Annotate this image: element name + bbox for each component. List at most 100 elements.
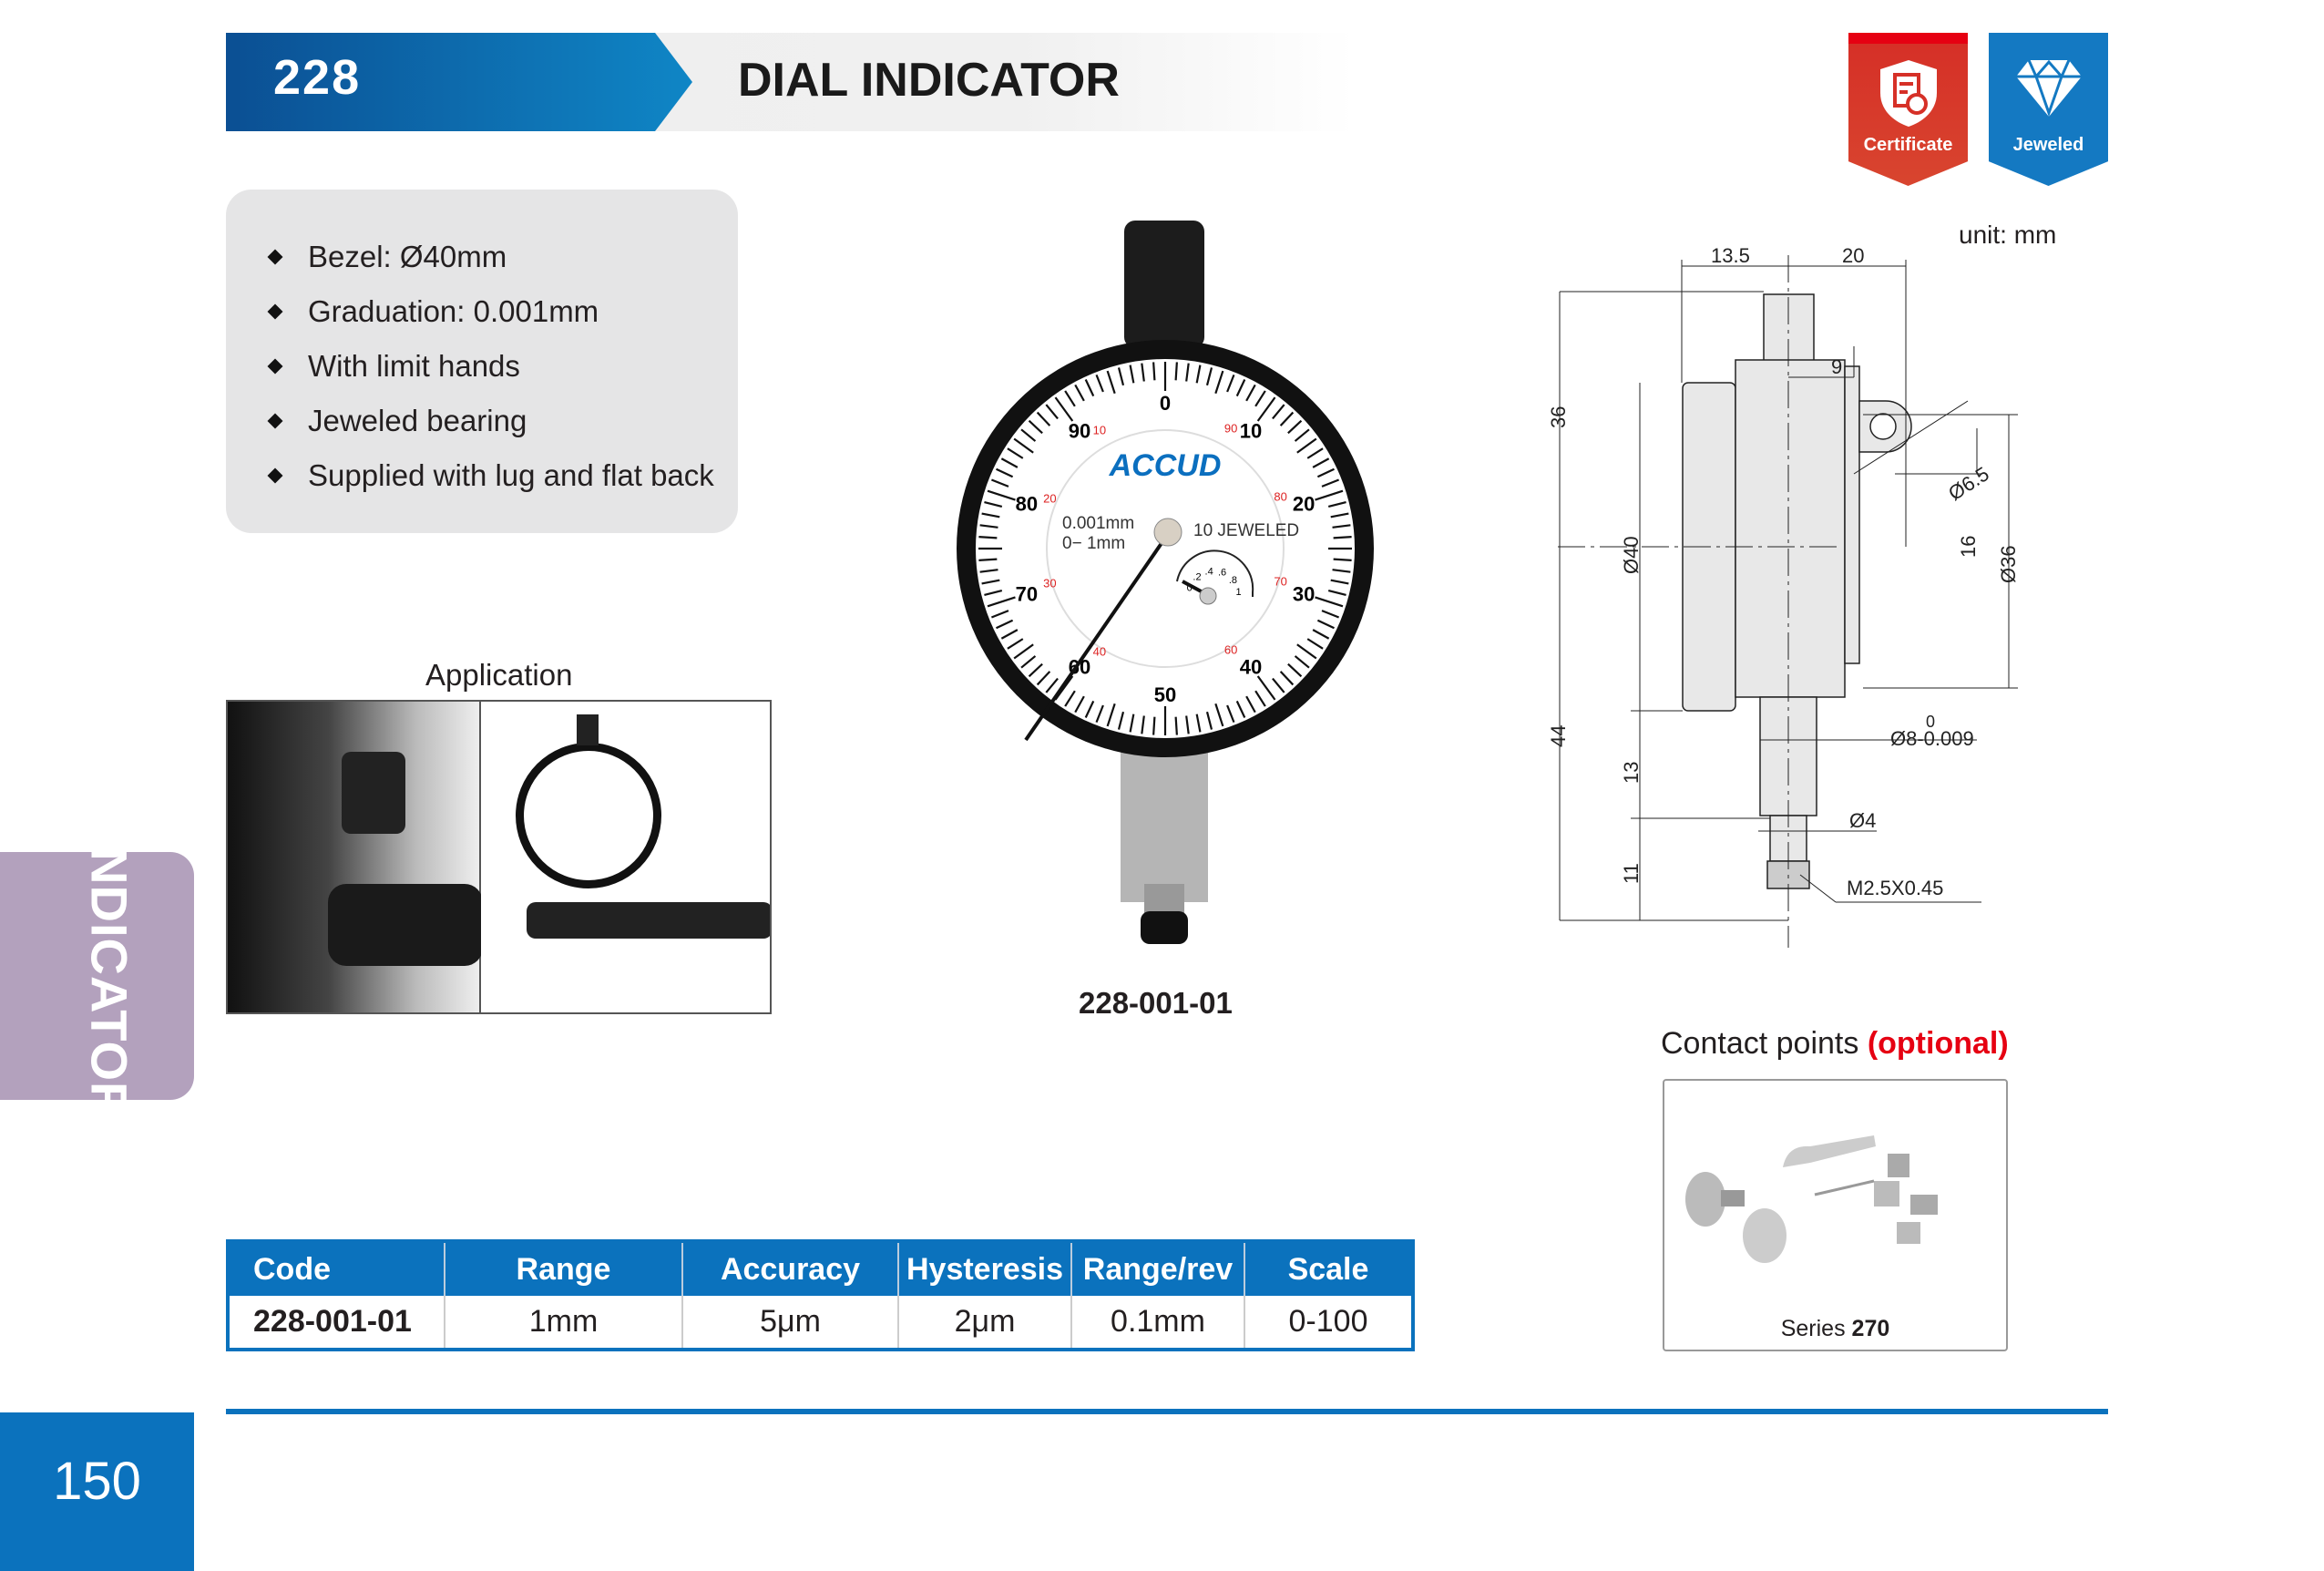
dial-reverse-number: 20	[1043, 492, 1056, 506]
dial-tick	[1315, 489, 1344, 501]
dial-tick	[1306, 638, 1324, 650]
feature-text: With limit hands	[308, 349, 520, 383]
dial-tick	[996, 467, 1014, 478]
dial-tick	[1007, 638, 1024, 650]
sub-dial-pivot	[1199, 587, 1217, 605]
dial-face	[976, 359, 1355, 738]
dial-number: 50	[1154, 683, 1176, 706]
dial-tick	[1084, 700, 1095, 718]
dial-tick	[1226, 704, 1235, 724]
dial-tick	[1315, 596, 1344, 608]
cell-range: 1mm	[445, 1296, 683, 1350]
dial-tick	[1000, 629, 1019, 640]
table-row: 228-001-01 1mm 5μm 2μm 0.1mm 0-100	[228, 1296, 1414, 1350]
dim-tol-upper: 0	[1926, 713, 1935, 731]
application-closeup-photo	[228, 702, 483, 1012]
dial-reverse-number: 70	[1274, 574, 1286, 588]
dim-dia-4: Ø4	[1849, 809, 1876, 832]
dial-tick	[1256, 675, 1276, 701]
dial-tick	[1195, 365, 1202, 384]
dial-tick	[1287, 662, 1303, 678]
dial-tick	[1174, 716, 1178, 735]
series-prefix: Series	[1780, 1316, 1846, 1341]
dial-tick	[1036, 411, 1051, 426]
cell-range-rev: 0.1mm	[1071, 1296, 1245, 1350]
dim-thread: M2.5X0.45	[1847, 877, 1943, 899]
dial-tick	[1296, 437, 1317, 454]
feature-text: Supplied with lug and flat back	[308, 458, 714, 492]
bullet-icon	[267, 249, 283, 265]
dim-13: 13	[1620, 762, 1643, 784]
bullet-icon	[267, 303, 283, 320]
dial-tick	[987, 489, 1016, 501]
dial-tick	[981, 512, 1000, 519]
bullet-icon	[267, 358, 283, 375]
sub-dial-number: .4	[1205, 566, 1213, 577]
contact-points-photo: Series 270	[1663, 1079, 2008, 1351]
dial-tick	[1045, 404, 1059, 420]
dial-tick	[1294, 655, 1310, 669]
footer-rule	[226, 1409, 2108, 1414]
table-header-row: Code Range Accuracy Hysteresis Range/rev…	[228, 1241, 1414, 1296]
dial-tick	[1074, 384, 1085, 402]
jeweled-label: Jeweled	[2012, 135, 2084, 155]
dial-tick	[1254, 390, 1266, 407]
certificate-badge: Certificate	[1848, 33, 1968, 186]
dial-tick	[1312, 457, 1330, 468]
dial-tick	[978, 536, 998, 539]
dial-tick	[1185, 715, 1190, 734]
dial-tick	[1141, 715, 1145, 734]
bullet-icon	[267, 413, 283, 429]
dial-tick	[1074, 695, 1085, 714]
dial-tick	[1205, 367, 1213, 386]
dial-tick	[984, 500, 1003, 508]
dial-tick	[1028, 419, 1043, 435]
dial-number: 0	[1160, 392, 1171, 415]
dial-tick	[1084, 379, 1095, 397]
bullet-icon	[267, 467, 283, 484]
dial-tick	[1333, 536, 1352, 539]
spec-table: Code Range Accuracy Hysteresis Range/rev…	[226, 1239, 1415, 1351]
dial-tick	[1036, 671, 1051, 686]
feature-item: Supplied with lug and flat back	[267, 448, 738, 503]
dial-tick	[1129, 714, 1135, 733]
contact-points-text: Contact points	[1661, 1026, 1859, 1061]
dial-tick	[1321, 478, 1340, 488]
dim-20: 20	[1842, 244, 1864, 267]
dial-number: 90	[1069, 420, 1090, 443]
dial-tick	[1106, 703, 1116, 727]
page-title: DIAL INDICATOR	[738, 54, 1120, 107]
dial-tick	[996, 619, 1014, 630]
dial-tick	[1245, 695, 1256, 714]
dim-11: 11	[1620, 863, 1643, 884]
dial-tick	[1330, 512, 1349, 519]
dial-tick	[1330, 579, 1349, 585]
dim-dia-40: Ø40	[1620, 536, 1643, 574]
dial-reverse-number: 80	[1274, 490, 1286, 504]
optional-text: (optional)	[1867, 1026, 2009, 1061]
col-range-rev: Range/rev	[1071, 1241, 1245, 1296]
contact-points-label: Contact points (optional)	[1661, 1026, 2009, 1062]
dim-36: 36	[1547, 406, 1570, 428]
sub-dial-number: 1	[1236, 587, 1242, 598]
diamond-icon	[2015, 59, 2082, 118]
dial-tick	[1152, 716, 1156, 735]
dial-range: 0− 1mm	[1062, 534, 1125, 553]
col-hysteresis: Hysteresis	[898, 1241, 1072, 1296]
col-scale: Scale	[1244, 1241, 1414, 1296]
main-pointer	[1024, 532, 1170, 742]
application-photo	[226, 700, 772, 1014]
section-side-tab: INDICATOR	[0, 833, 194, 1119]
dial-tick	[979, 524, 998, 529]
feature-text: Graduation: 0.001mm	[308, 294, 599, 328]
cell-hysteresis: 2μm	[898, 1296, 1072, 1350]
dim-44: 44	[1547, 725, 1570, 747]
sub-dial-number: .2	[1193, 572, 1201, 583]
dial-tick	[1235, 379, 1246, 397]
dial-tick	[990, 610, 1009, 619]
dial-tick	[1316, 619, 1335, 630]
dial-tick	[1195, 714, 1202, 733]
series-number: 270	[1851, 1316, 1890, 1341]
feature-item: Graduation: 0.001mm	[267, 284, 738, 339]
dial-tick	[981, 579, 1000, 585]
